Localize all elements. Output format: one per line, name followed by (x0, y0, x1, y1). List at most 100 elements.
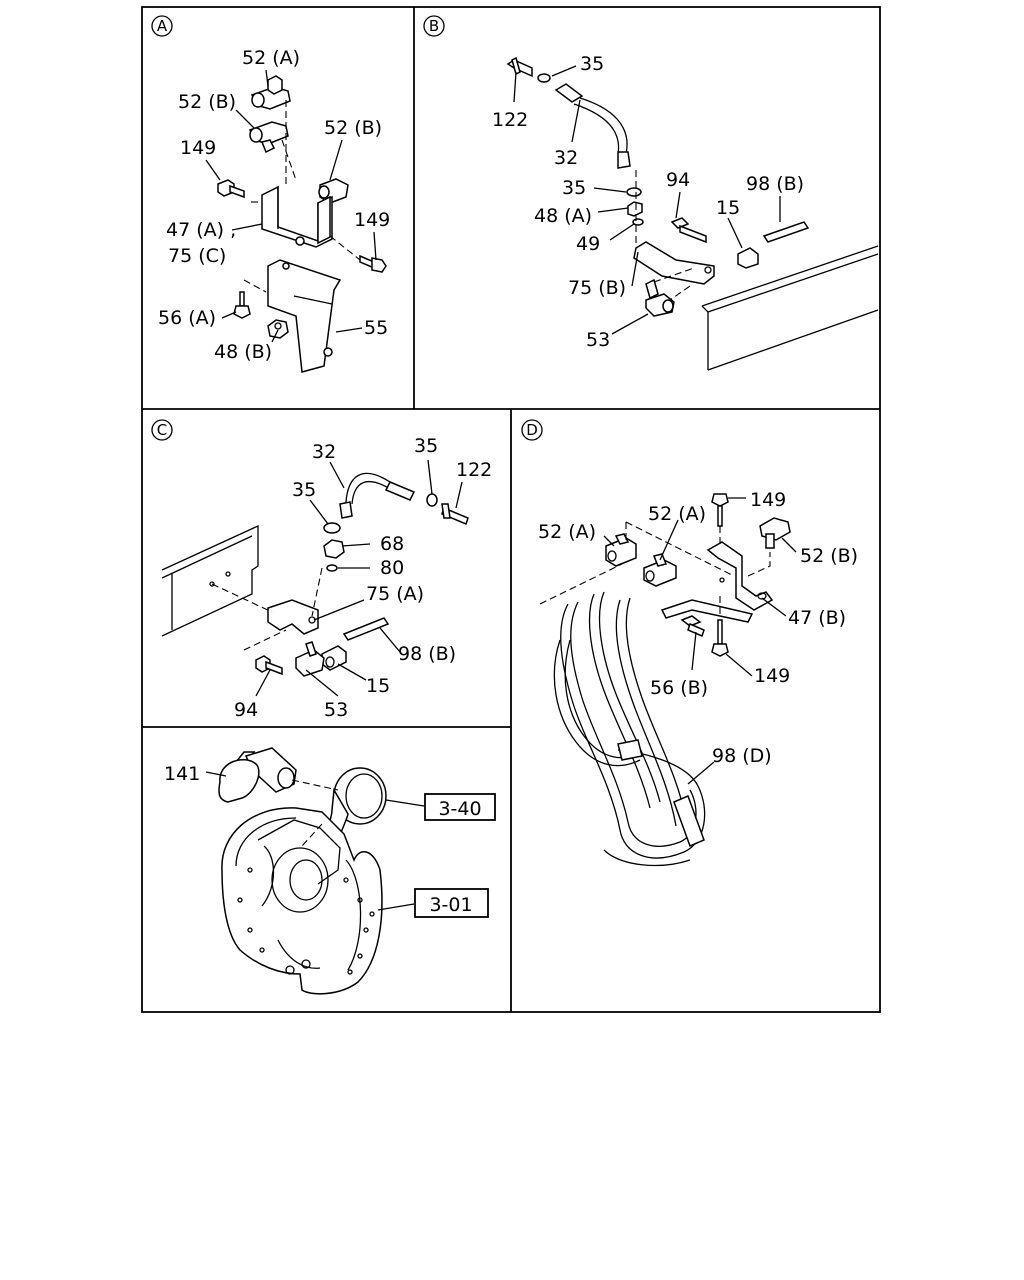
label-149-right: 149 (354, 209, 390, 231)
bolt-122-c-drawing (441, 503, 469, 526)
panel-d-letter: D (526, 421, 538, 439)
washer-80-drawing (326, 564, 338, 572)
washer-49-drawing (632, 218, 644, 226)
label-52a-d-right: 52 (A) (648, 503, 706, 525)
panel-b-letter: B (429, 17, 439, 35)
brake-chamber-drawing (321, 767, 387, 845)
label-94: 94 (666, 169, 690, 191)
label-94-c: 94 (234, 699, 258, 721)
label-149-left: 149 (180, 137, 216, 159)
panel-a-marker: A (151, 15, 173, 37)
label-15-c: 15 (366, 675, 390, 697)
label-35-c-left: 35 (292, 479, 316, 501)
ref-label-3-40[interactable]: 3-40 (438, 798, 481, 820)
fitting-52a-d-left-drawing (605, 533, 637, 567)
label-32: 32 (554, 147, 578, 169)
label-52b-upper: 52 (B) (178, 91, 236, 113)
panel-c-letter: C (157, 421, 167, 439)
elbow-141-drawing (218, 747, 297, 803)
guide-line (311, 567, 323, 617)
pipe-bundle-98d-drawing (553, 591, 706, 867)
panel-c: C (151, 419, 492, 721)
label-48a: 48 (A) (534, 205, 592, 227)
bracket-75a-drawing (267, 599, 319, 635)
bracket-47b-drawing (660, 541, 774, 623)
nut-68-drawing (323, 539, 345, 559)
label-75a: 75 (A) (366, 583, 424, 605)
bolt-56b-drawing (680, 615, 705, 638)
panel-a-letter: A (157, 17, 168, 35)
fitting-52a-drawing (251, 75, 291, 110)
guide-line (669, 285, 691, 301)
label-98b: 98 (B) (746, 173, 804, 195)
ref-label-3-01[interactable]: 3-01 (429, 894, 472, 916)
fitting-52b-upper-drawing (249, 121, 289, 154)
bolt-94-c-drawing (255, 655, 283, 676)
label-47b: 47 (B) (788, 607, 846, 629)
label-141: 141 (164, 763, 200, 785)
elbow-53-b-drawing (645, 278, 675, 317)
fitting-52b-right-drawing (318, 178, 349, 204)
nut-48b-drawing (267, 319, 289, 339)
bolt-149-right-drawing (359, 254, 387, 273)
label-56b: 56 (B) (650, 677, 708, 699)
pipe-98b-c-drawing (342, 617, 390, 641)
bolt-149-d-top-drawing (711, 493, 729, 527)
hose-32-c-drawing (339, 472, 416, 519)
hose-32-b-drawing (554, 83, 631, 169)
label-49: 49 (576, 233, 600, 255)
guide-line (625, 521, 735, 577)
label-122: 122 (492, 109, 528, 131)
label-47a: 47 (A) , (166, 219, 236, 241)
bolt-149-left-drawing (217, 179, 245, 199)
label-52b-d: 52 (B) (800, 545, 858, 567)
diagram-frame (141, 6, 881, 1013)
guide-line (653, 267, 695, 283)
label-15: 15 (716, 197, 740, 219)
panel-d-marker: D (521, 419, 543, 441)
label-56a: 56 (A) (158, 307, 216, 329)
guide-line (211, 583, 273, 613)
label-35-c-right: 35 (414, 435, 438, 457)
label-52a-d-left: 52 (A) (538, 521, 596, 543)
brake-assembly-drawing (221, 807, 383, 995)
fitting-52b-d-drawing (759, 517, 791, 549)
bolt-122-b-drawing (506, 56, 533, 78)
label-75b: 75 (B) (568, 277, 626, 299)
frame-rail-c-drawing (161, 524, 259, 637)
label-48b: 48 (B) (214, 341, 272, 363)
panel-b-marker: B (423, 15, 445, 37)
guide-line (301, 823, 323, 847)
panel-brake: 3-40 3-01 141 (164, 747, 496, 995)
label-149-d-bottom: 149 (754, 665, 790, 687)
label-75c: 75 (C) (168, 245, 226, 267)
guide-line (291, 779, 339, 791)
label-98d: 98 (D) (712, 745, 772, 767)
bolt-56a-drawing (233, 291, 251, 319)
washer-35-c2-drawing (323, 522, 341, 534)
bracket-55-drawing (267, 259, 342, 373)
washer-35-c-drawing (426, 493, 438, 507)
panel-a: A (151, 15, 390, 373)
pipe-98b-b-drawing (762, 221, 810, 243)
ref-box-3-01[interactable]: 3-01 (414, 888, 489, 918)
guide-line (747, 552, 771, 577)
bolt-149-d-bottom-drawing (711, 619, 729, 657)
label-35-mid: 35 (562, 177, 586, 199)
bracket-75b-drawing (633, 241, 715, 285)
washer-35-b-drawing (537, 73, 551, 83)
label-52b-right: 52 (B) (324, 117, 382, 139)
nut-48a-drawing (627, 201, 643, 217)
ref-box-3-40[interactable]: 3-40 (424, 793, 496, 821)
panel-b: B (423, 15, 879, 371)
label-68: 68 (380, 533, 404, 555)
guide-line (539, 563, 623, 605)
label-122-c: 122 (456, 459, 492, 481)
label-32-c: 32 (312, 441, 336, 463)
guide-line (281, 139, 297, 181)
label-52a: 52 (A) (242, 47, 300, 69)
elbow-53-c-drawing (295, 641, 325, 677)
label-53: 53 (586, 329, 610, 351)
panel-d: D (521, 419, 858, 867)
washer-35-b2-drawing (626, 187, 642, 197)
